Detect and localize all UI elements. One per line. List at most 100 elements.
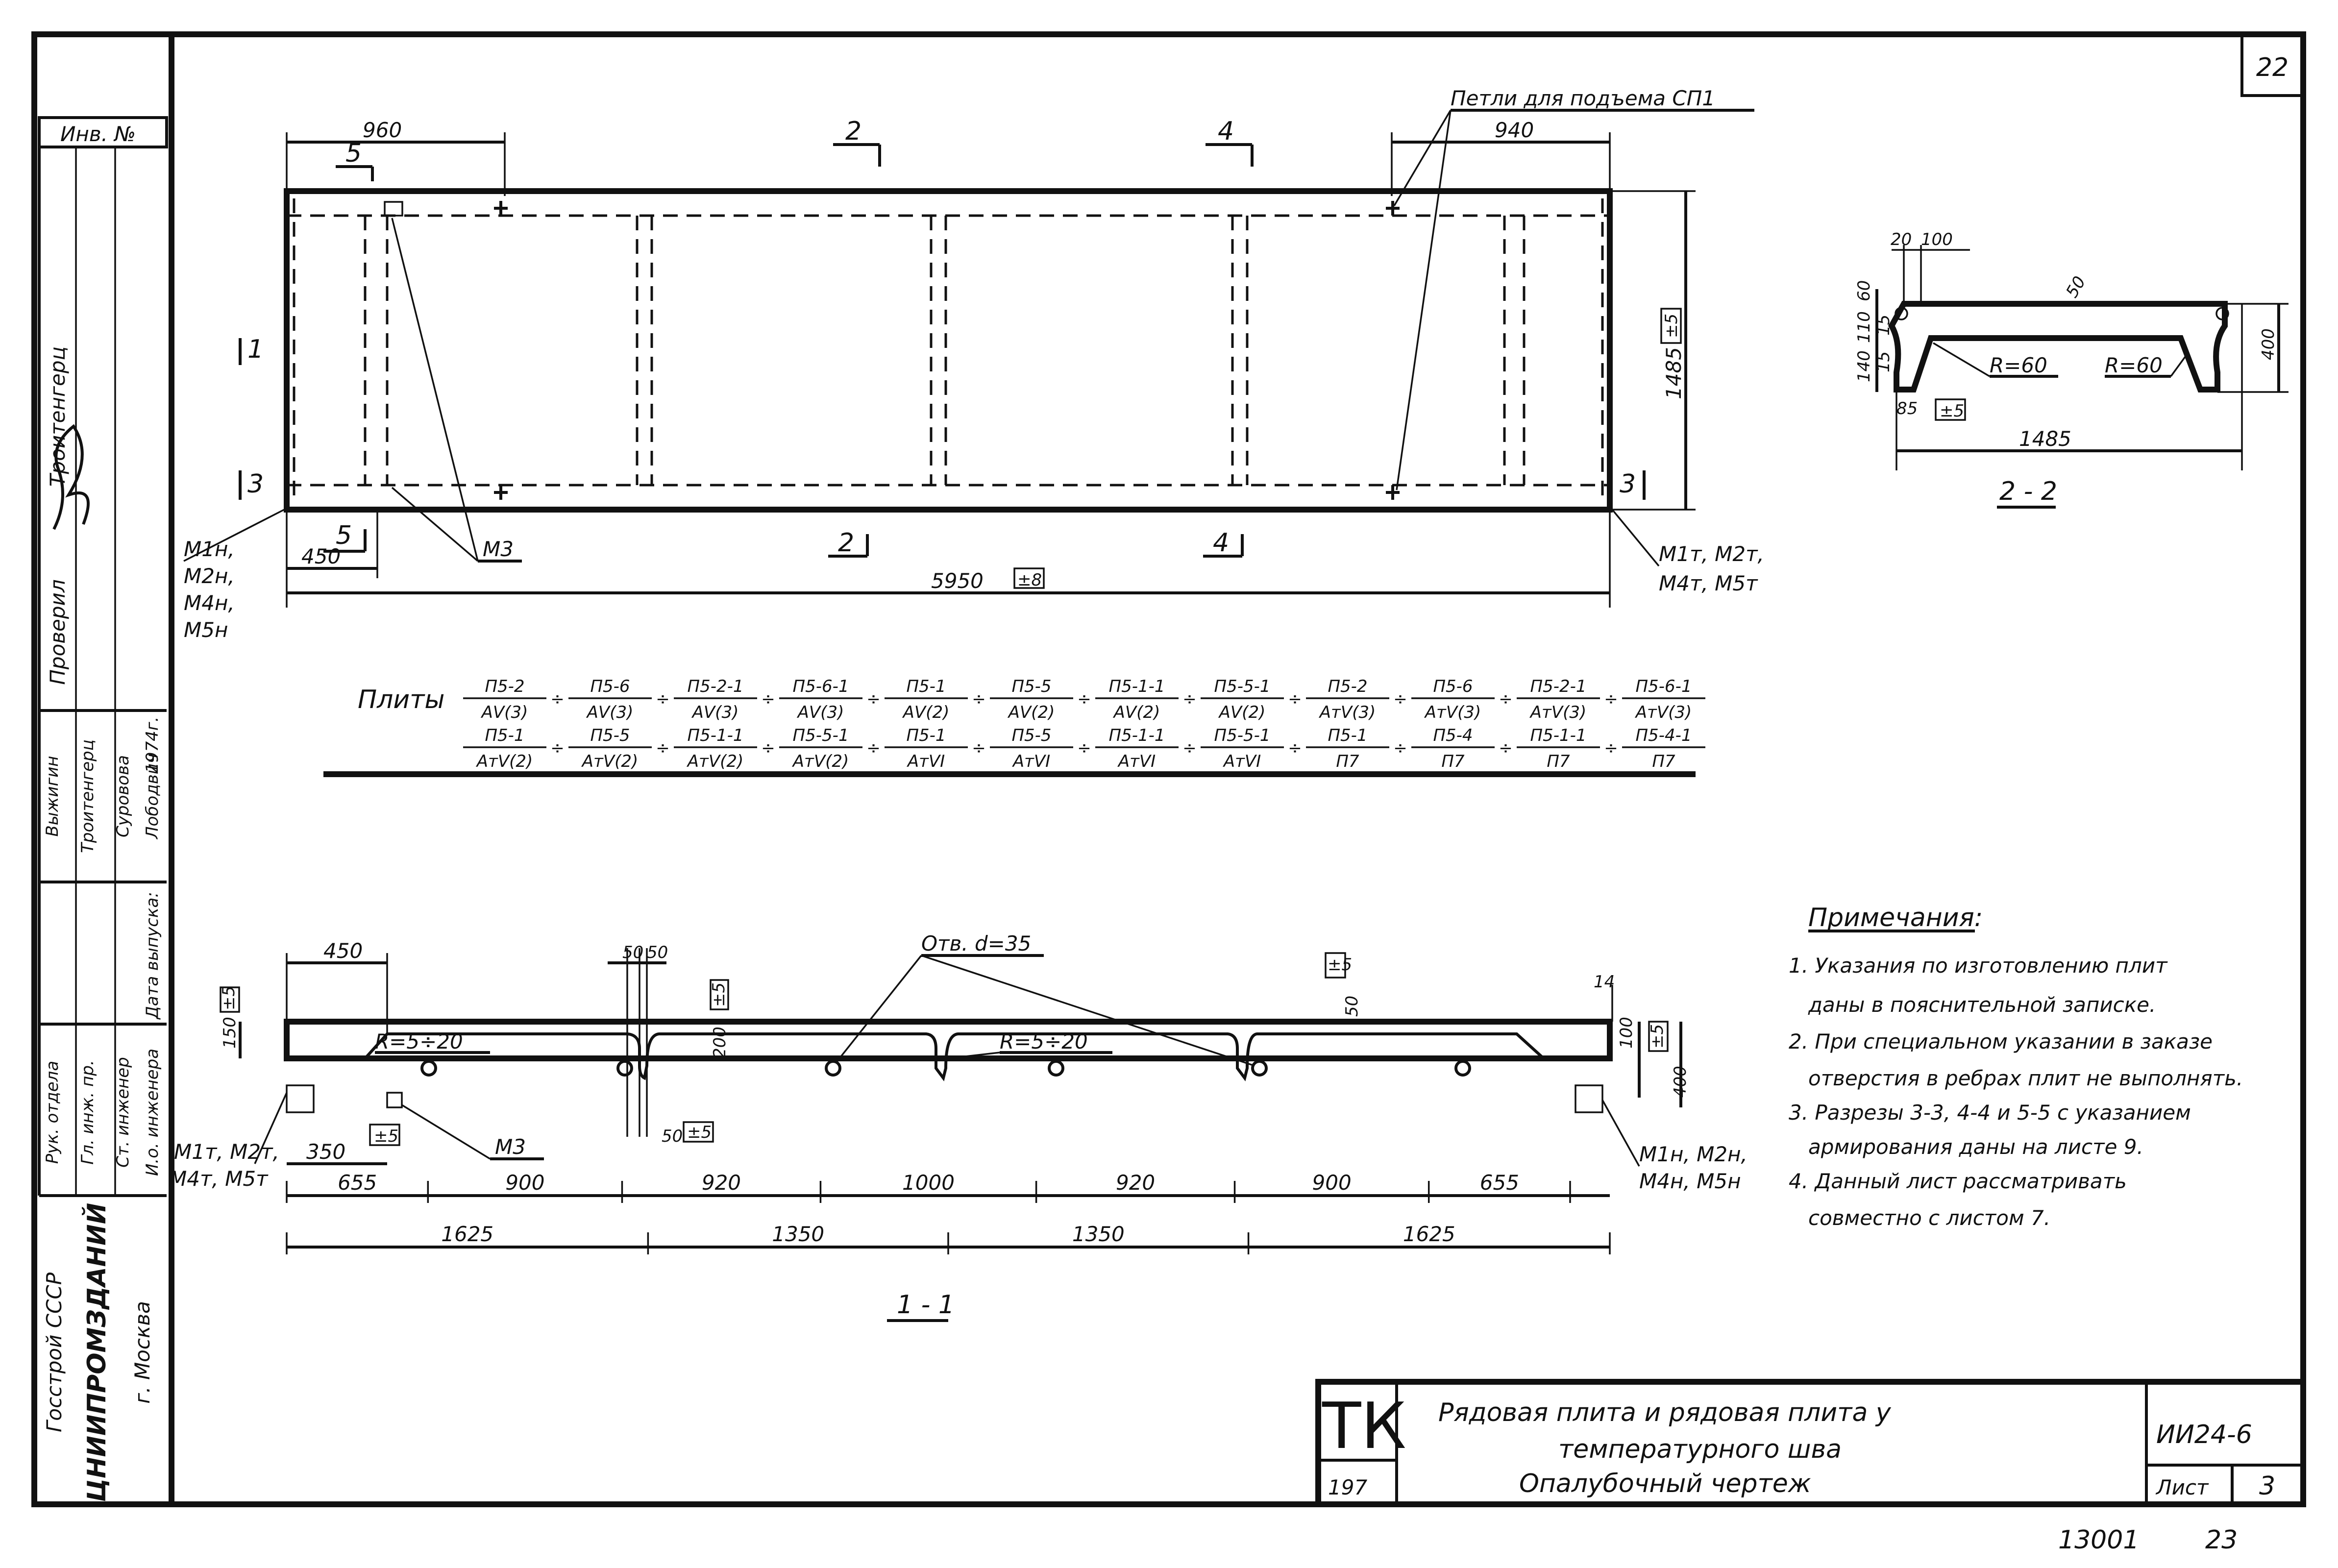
note-line: армирования даны на листе 9. — [1808, 1135, 2143, 1159]
plate-name: П5-1-1 — [688, 726, 744, 745]
s22-dim-left-1: 60 — [1854, 280, 1874, 301]
section-1-1: 450 50 50 Отв. d=35 ±5 50 ±5 150 ±5 200 … — [169, 931, 1747, 1322]
cut-5-bottom: 5 — [336, 521, 352, 550]
s11-tol-left: ±5 — [219, 986, 239, 1010]
plate-name: П5-5 — [590, 726, 630, 745]
s22-dim-50: 50 — [2062, 273, 2090, 301]
plate-reinforcement: П7 — [1441, 752, 1465, 771]
s22-height: 400 — [2259, 328, 2278, 360]
svg-text:Суровова: Суровова — [113, 755, 133, 837]
year: 1974г. — [143, 716, 162, 773]
s22-dim-left-3: 140 — [1854, 350, 1874, 382]
dimension-label: 655 — [338, 1171, 377, 1195]
s11-dim-50-b: 50 — [647, 943, 668, 962]
plate-reinforcement: АтV(3) — [1319, 703, 1376, 722]
notes-heading: Примечания: — [1808, 903, 1983, 932]
dimension-label: 920 — [702, 1171, 741, 1195]
sheet-no: 3 — [2259, 1471, 2275, 1501]
hole — [420, 1060, 437, 1077]
dimension-label: 1350 — [772, 1222, 824, 1246]
cut-2-top: 2 — [845, 117, 861, 146]
fraction-separator: ÷ — [1604, 738, 1618, 758]
plate-name: П5-1-1 — [1530, 726, 1587, 745]
plate-reinforcement: П7 — [1336, 752, 1359, 771]
plate-name: П5-2 — [485, 677, 524, 696]
checked-label: Проверил — [46, 579, 70, 685]
fraction-separator: ÷ — [1288, 689, 1302, 709]
plate-list-row-1: П5-2АV(3)÷П5-6АV(3)÷П5-2-1АV(3)÷П5-6-1АV… — [463, 677, 1705, 722]
plan-height-dim: 1485 — [1662, 347, 1686, 399]
plan-ribs — [364, 216, 1526, 485]
dimension-label: 1000 — [902, 1171, 955, 1195]
plate-fraction: П5-6АV(3)÷ — [568, 677, 670, 722]
sheet-frame — [31, 31, 2306, 1507]
s11-dim-50-a: 50 — [622, 943, 643, 962]
plate-reinforcement: АтV(2) — [476, 752, 533, 771]
s11-dim-450: 450 — [323, 939, 363, 963]
note-line: отверстия в ребрах плит не выполнять. — [1808, 1066, 2243, 1090]
fraction-separator: ÷ — [550, 689, 565, 709]
plate-name: П5-2-1 — [688, 677, 744, 696]
s11-end-block-right — [1575, 1084, 1603, 1113]
section-2-2: 20 100 50 60 110 140 15 15 R=60 R=60 85 … — [1854, 230, 2289, 509]
plate-name: П5-1 — [906, 726, 946, 745]
svg-text:Выжигин: Выжигин — [43, 756, 62, 836]
note-line: 3. Разрезы 3-3, 4-4 и 5-5 с указанием — [1789, 1101, 2191, 1125]
cut-1-left: 1 — [247, 335, 264, 364]
plate-name: П5-1-1 — [1109, 726, 1165, 745]
sheet-number: 22 — [2256, 53, 2289, 82]
notes-block: Примечания: 1. Указания по изготовлению … — [1789, 903, 2243, 1230]
plate-name: П5-2 — [1328, 677, 1367, 696]
svg-text:Троитенгерц: Троитенгерц — [78, 739, 98, 853]
svg-text:Гл. инж. пр.: Гл. инж. пр. — [78, 1060, 98, 1164]
plan-left-label-2: М2н, — [184, 564, 235, 588]
fraction-separator: ÷ — [1182, 689, 1197, 709]
plate-reinforcement: АтV(2) — [687, 752, 743, 771]
s11-dim-14: 14 — [1594, 972, 1615, 992]
note-line: совместно с листом 7. — [1808, 1206, 2050, 1230]
signature-row-1: Рук. отдела Выжигин — [43, 756, 62, 1164]
s11-dim-150: 150 — [220, 1017, 240, 1049]
fraction-separator: ÷ — [656, 738, 670, 758]
plate-fraction: П5-6-1АV(3)÷ — [779, 677, 881, 722]
plate-list: Плиты П5-2АV(3)÷П5-6АV(3)÷П5-2-1АV(3)÷П5… — [323, 677, 1705, 777]
plate-reinforcement: АтV(2) — [792, 752, 849, 771]
plan-left-label-4: М5н — [184, 618, 228, 642]
series-no: 197 — [1328, 1475, 1367, 1499]
s11-m3-label: М3 — [495, 1135, 526, 1159]
s11-right-label-2: М4н, М5н — [1639, 1169, 1741, 1193]
drawing-code: ИИ24-6 — [2156, 1420, 2252, 1449]
plate-reinforcement: АтV(3) — [1529, 703, 1586, 722]
fraction-separator: ÷ — [1393, 689, 1407, 709]
dimension-label: 1625 — [1403, 1222, 1455, 1246]
fraction-separator: ÷ — [1499, 689, 1513, 709]
dimension-label: 900 — [1312, 1171, 1352, 1195]
plan-view: 960 940 Петли для подъема СП1 5 2 4 1 3 … — [183, 86, 1764, 642]
plan-height-tol: ±5 — [1662, 314, 1681, 338]
s11-radius-2: R=5÷20 — [1000, 1029, 1088, 1054]
s11-tol-right: ±5 — [1648, 1024, 1667, 1049]
plate-fraction: П5-2АV(3)÷ — [463, 677, 565, 722]
org-line-3: г. Москва — [130, 1301, 154, 1404]
fraction-separator: ÷ — [1604, 689, 1618, 709]
hole — [825, 1060, 841, 1077]
footer-page: 23 — [2205, 1525, 2238, 1555]
title-line-2: температурного шва — [1558, 1435, 1842, 1464]
plate-name: П5-1-1 — [1109, 677, 1165, 696]
hole — [616, 1060, 633, 1077]
svg-text:Рук. отдела: Рук. отдела — [43, 1061, 62, 1164]
fraction-separator: ÷ — [972, 689, 986, 709]
plate-name: П5-2-1 — [1530, 677, 1587, 696]
sheet-number-box — [2240, 33, 2305, 97]
fraction-separator: ÷ — [866, 738, 881, 758]
s22-dim-85: 85 — [1896, 399, 1918, 418]
signature-row-4: И.о. инженера Лободвич — [143, 754, 162, 1176]
plate-name: П5-5-1 — [1214, 677, 1271, 696]
